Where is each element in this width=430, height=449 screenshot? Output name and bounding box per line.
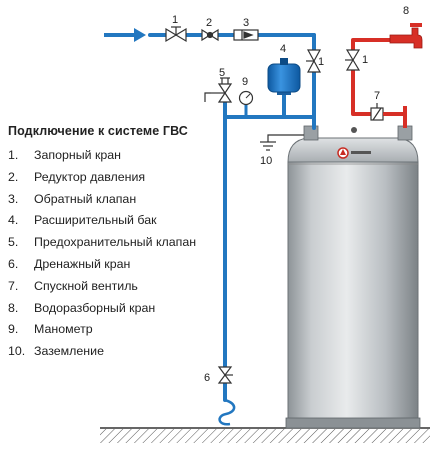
legend-number: 2. <box>8 169 19 184</box>
legend-item: 8. Водоразборный кран <box>8 298 258 320</box>
legend-number: 1. <box>8 148 19 162</box>
shutoff-valve-cold <box>306 49 322 73</box>
water-heater-tank <box>285 125 421 429</box>
legend-label: Водоразборный кран <box>34 300 156 315</box>
callout-valve-inlet: 1 <box>172 14 178 26</box>
brand-logo <box>337 147 371 159</box>
legend-number: 6. <box>8 256 19 271</box>
legend-item: 9. Манометр <box>8 319 258 341</box>
legend-label: Спускной вентиль <box>34 278 138 293</box>
callout-valve-hot: 1 <box>362 54 368 66</box>
callout-valve-cold: 1 <box>318 56 324 68</box>
legend-label: Расширительный бак <box>34 213 157 228</box>
callout-check-valve: 3 <box>243 17 249 29</box>
legend-item: 10. Заземление <box>8 341 258 363</box>
legend-item: 2. Редуктор давления <box>8 167 258 189</box>
callout-reducer: 2 <box>206 17 212 29</box>
shutoff-valve-inlet <box>165 26 187 43</box>
legend-label: Обратный клапан <box>34 191 137 206</box>
drain-hose <box>218 398 236 426</box>
legend-number: 10. <box>8 344 26 359</box>
floor <box>100 427 430 443</box>
callout-manometer: 9 <box>242 76 248 88</box>
legend-item: 4. Расширительный бак <box>8 210 258 232</box>
legend-number: 9. <box>8 322 19 337</box>
legend-item: 6. Дренажный кран <box>8 254 258 276</box>
legend-label: Манометр <box>34 322 93 337</box>
drain-valve <box>217 366 233 384</box>
legend-item: 3. Обратный клапан <box>8 189 258 211</box>
expansion-tank <box>267 58 301 95</box>
callout-drain-valve: 6 <box>204 372 210 384</box>
callout-expansion-tank: 4 <box>280 43 286 55</box>
legend-label: Запорный кран <box>34 148 122 162</box>
legend-number: 5. <box>8 235 19 250</box>
legend-label: Заземление <box>34 344 104 359</box>
legend-number: 8. <box>8 300 19 315</box>
legend-item: 5. Предохранительный клапан <box>8 232 258 254</box>
legend-number: 3. <box>8 191 19 206</box>
inlet-arrow <box>104 28 146 42</box>
legend-label: Дренажный кран <box>34 256 131 271</box>
legend-number: 4. <box>8 213 19 228</box>
callout-ground: 10 <box>260 155 272 167</box>
ground-symbol <box>260 134 304 151</box>
check-valve <box>233 29 259 41</box>
safety-valve <box>204 77 233 103</box>
shutoff-valve-hot <box>345 49 361 71</box>
legend-title: Подключение к системе ГВС <box>8 124 188 138</box>
legend: Подключение к системе ГВС 1. Запорный кра… <box>8 124 258 363</box>
legend-label: Предохранительный клапан <box>34 235 197 250</box>
legend-list: 1. Запорный кран 2. Редуктор давления 3. Об… <box>8 145 258 363</box>
legend-item: 7. Спускной вентиль <box>8 276 258 298</box>
pressure-reducer <box>201 28 219 42</box>
legend-number: 7. <box>8 278 19 293</box>
callout-vent-valve: 7 <box>374 90 380 102</box>
legend-label: Редуктор давления <box>34 169 146 184</box>
manometer <box>238 90 254 117</box>
cold-water-pipe <box>148 33 316 402</box>
callout-faucet: 8 <box>403 5 409 17</box>
legend-item: 1. Запорный кран <box>8 145 258 167</box>
faucet <box>389 23 423 49</box>
callout-safety-valve: 5 <box>219 67 225 79</box>
vent-valve <box>370 103 391 121</box>
